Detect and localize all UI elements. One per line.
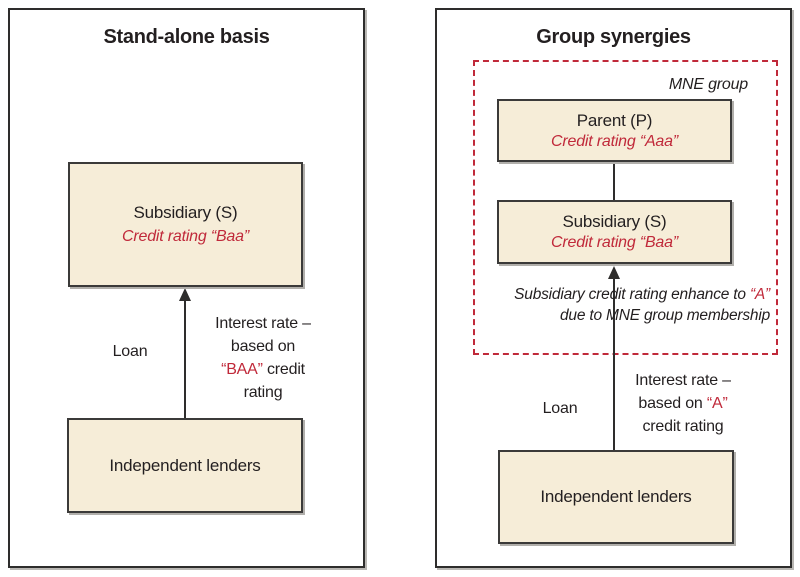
interest-line1: Interest rate – [215, 315, 311, 332]
loan-label: Loan [542, 400, 578, 417]
credit-enhancement-note: Subsidiary credit rating enhance to “A” … [480, 284, 770, 326]
subsidiary-credit-rating: Credit rating “Baa” [122, 228, 249, 245]
mne-group-label: MNE group [668, 76, 748, 93]
independent-lenders-box: Independent lenders [67, 418, 303, 513]
mne-group-dashed-box [473, 60, 778, 355]
arrowhead-up-icon [179, 288, 191, 301]
enhancement-line2: due to MNE group membership [560, 307, 770, 324]
subsidiary-name: Subsidiary (S) [133, 203, 238, 222]
subsidiary-credit-rating: Credit rating “Baa” [551, 234, 678, 251]
loan-arrow-line [613, 278, 615, 450]
interest-line1: Interest rate – [635, 372, 731, 389]
enhancement-line1: Subsidiary credit rating enhance to [514, 286, 750, 303]
subsidiary-box: Subsidiary (S) Credit rating “Baa” [497, 200, 732, 264]
independent-lenders-name: Independent lenders [540, 487, 692, 506]
interest-rating-red: “A” [706, 395, 728, 412]
interest-line2-pre: based on [638, 395, 707, 412]
parent-credit-rating: Credit rating “Aaa” [551, 132, 678, 150]
parent-name: Parent (P) [576, 110, 653, 130]
interest-line3: credit rating [642, 418, 724, 435]
parent-subsidiary-connector [613, 160, 615, 200]
interest-rate-label: Interest rate – based on “A” credit rati… [625, 369, 741, 438]
interest-line4: rating [243, 384, 283, 401]
arrowhead-up-icon [608, 266, 620, 279]
interest-line3-rest: credit [262, 361, 305, 378]
independent-lenders-name: Independent lenders [109, 455, 261, 475]
group-synergies-panel: Group synergies MNE group Parent (P) Cre… [435, 8, 792, 568]
subsidiary-name: Subsidiary (S) [562, 212, 667, 231]
subsidiary-box: Subsidiary (S) Credit rating “Baa” [68, 162, 303, 287]
interest-rating-red: “BAA” [221, 361, 263, 378]
independent-lenders-box: Independent lenders [498, 450, 734, 544]
interest-rate-label: Interest rate – based on “BAA” credit ra… [202, 312, 324, 404]
group-synergies-title: Group synergies [536, 26, 691, 48]
enhancement-rating-red: “A” [749, 286, 770, 303]
stand-alone-title: Stand-alone basis [103, 26, 270, 48]
stand-alone-panel: Stand-alone basis Subsidiary (S) Credit … [8, 8, 365, 568]
loan-arrow-line [184, 300, 186, 418]
loan-label: Loan [112, 343, 148, 360]
parent-box: Parent (P) Credit rating “Aaa” [497, 99, 732, 162]
interest-line2: based on [230, 338, 296, 355]
